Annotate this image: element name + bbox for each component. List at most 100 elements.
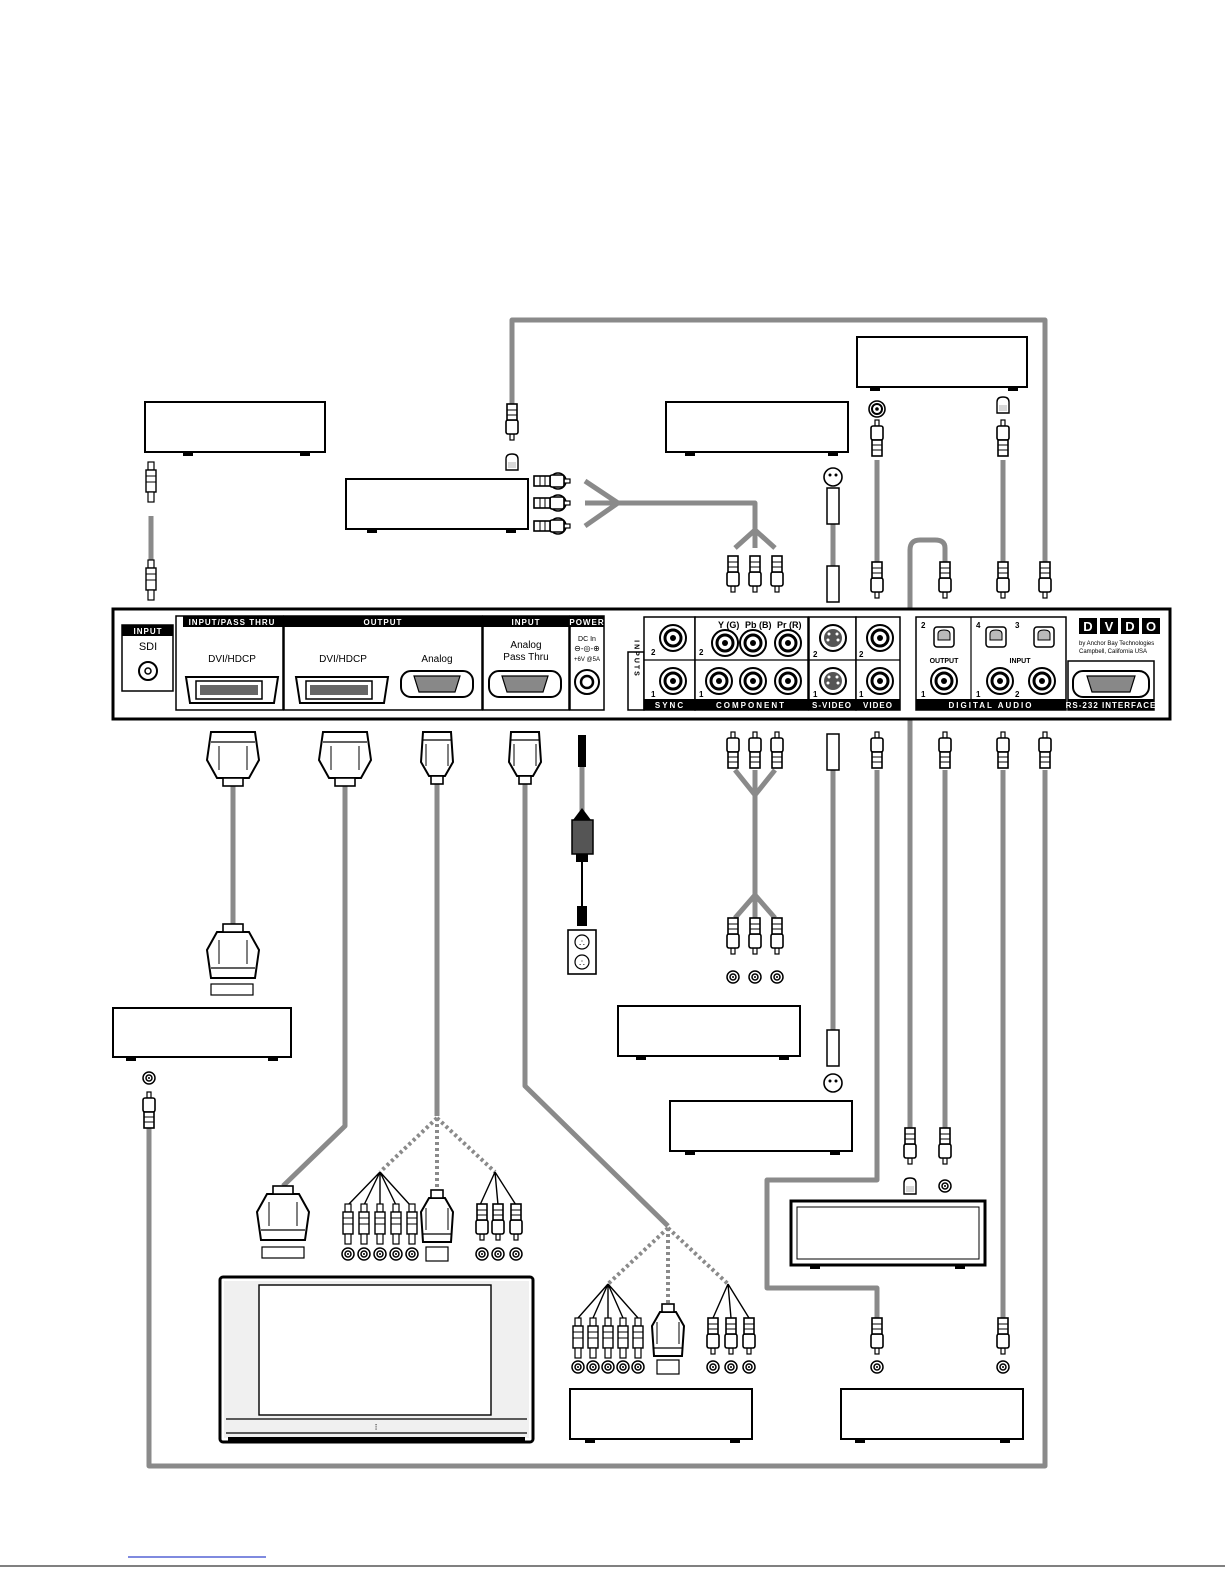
video-num-2: 2 <box>859 650 864 659</box>
dvi-in-label: DVI/HDCP <box>208 654 256 665</box>
device-sdi-source <box>144 401 326 453</box>
rs232-port[interactable] <box>1072 670 1150 698</box>
rs232-label: RS-232 INTERFACE <box>1066 701 1157 710</box>
svideo-2-jack[interactable] <box>819 624 847 652</box>
da-coax-in-1[interactable] <box>985 666 1015 696</box>
analog-out-port[interactable] <box>400 670 474 698</box>
dvi-out-label: DVI/HDCP <box>319 654 367 665</box>
component-y2-jack[interactable] <box>710 628 740 658</box>
sync-num-1: 1 <box>651 690 656 699</box>
da-in-num-4: 4 <box>976 621 981 630</box>
rear-panel: INPUT SDI INPUT/PASS THRU DVI/HDCP OUTPU… <box>111 607 1172 721</box>
da-optical-out-2[interactable] <box>933 626 955 648</box>
logo-letter-v: V <box>1105 619 1114 634</box>
dc-in-jack[interactable] <box>574 669 600 695</box>
da-in-num-3: 3 <box>1015 621 1020 630</box>
sdi-header: INPUT <box>134 627 163 636</box>
analog-pass-thru-line2: Pass Thru <box>503 652 548 663</box>
component-pr2-jack[interactable] <box>773 628 803 658</box>
cable-optical-loop <box>509 317 1048 570</box>
component-label: COMPONENT <box>716 701 786 710</box>
component-y1-jack[interactable] <box>704 666 734 696</box>
svideo-num-1: 1 <box>813 690 818 699</box>
dvi-in-port[interactable] <box>184 676 280 704</box>
device-dvi-source <box>112 1007 292 1058</box>
svideo-label: S-VIDEO <box>812 701 852 710</box>
da-in-num-2: 2 <box>1015 690 1020 699</box>
svideo-1-jack[interactable] <box>819 667 847 695</box>
da-in-num-1: 1 <box>976 690 981 699</box>
device-projector <box>569 1388 753 1440</box>
dc-spec-label: +6V @5A <box>574 657 600 663</box>
display-tv: ⁝ <box>218 1275 535 1444</box>
device-component-source <box>665 401 849 453</box>
video-label: VIDEO <box>863 701 893 710</box>
dc-in-label: DC In <box>578 636 596 643</box>
logo-letter-d1: D <box>1083 619 1092 634</box>
sync-2-jack[interactable] <box>658 623 688 653</box>
y-label: Y (G) <box>718 620 739 630</box>
da-input-label: INPUT <box>1010 658 1032 665</box>
da-optical-in-3[interactable] <box>1033 626 1055 648</box>
da-optical-in-4[interactable] <box>985 626 1007 648</box>
inputs-vertical-label: INPUTS <box>633 640 640 678</box>
fan-lines <box>378 1116 730 1305</box>
component-num-2: 2 <box>699 648 704 657</box>
analog-out-label: Analog <box>421 654 452 665</box>
sdi-label: SDI <box>139 641 157 653</box>
pr-label: Pr (R) <box>777 620 802 630</box>
cable-rs-loop <box>146 770 1048 1469</box>
component-pr1-jack[interactable] <box>773 666 803 696</box>
da-coax-in-2[interactable] <box>1027 666 1057 696</box>
brand-line2: Campbell, California USA <box>1079 649 1147 655</box>
svideo-num-2: 2 <box>813 650 818 659</box>
cable-dvi-out <box>281 778 348 1188</box>
svg-text:⁝: ⁝ <box>375 1422 378 1432</box>
cable-component-in <box>583 478 777 550</box>
dvi-out-port[interactable] <box>294 676 390 704</box>
cable-digital-out <box>907 537 948 1128</box>
cable-composite-out <box>764 770 880 1318</box>
video-2-jack[interactable] <box>865 623 895 653</box>
device-audio-dest <box>840 1388 1024 1440</box>
output-header: OUTPUT <box>364 618 403 627</box>
dc-polarity-icon: ⊖-◎-⊕ <box>574 644 600 653</box>
component-pb1-jack[interactable] <box>738 666 768 696</box>
component-pb2-jack[interactable] <box>738 628 768 658</box>
pb-label: Pb (B) <box>745 620 772 630</box>
da-out-num-2: 2 <box>921 621 926 630</box>
devices <box>112 336 1028 1440</box>
logo-letter-d2: D <box>1125 619 1134 634</box>
sync-num-2: 2 <box>651 648 656 657</box>
analog-pass-thru-line1: Analog <box>510 640 541 651</box>
dvdo-logo: D V D O by Anchor Bay Technologies Campb… <box>1079 618 1160 655</box>
fan-solid <box>347 1171 750 1319</box>
connectors <box>142 396 1052 1375</box>
power-header: POWER <box>569 618 604 627</box>
svg-text:∴: ∴ <box>579 938 585 948</box>
da-out-num-1: 1 <box>921 690 926 699</box>
logo-letter-o: O <box>1146 619 1156 634</box>
da-output-label: OUTPUT <box>930 658 960 665</box>
device-svideo-dest <box>669 1100 853 1152</box>
digital-audio-label: DIGITAL AUDIO <box>949 701 1034 710</box>
power-adapter: ∴ ∴ <box>567 735 597 975</box>
input-pass-thru-header: INPUT/PASS THRU <box>189 618 276 627</box>
device-feet <box>126 387 1018 1443</box>
video-1-jack[interactable] <box>865 666 895 696</box>
brand-line1: by Anchor Bay Technologies <box>1079 641 1154 647</box>
cable-analog-pass <box>522 780 670 1228</box>
component-num-1: 1 <box>699 690 704 699</box>
analog-input-header: INPUT <box>512 618 541 627</box>
device-component-dest <box>617 1005 801 1057</box>
video-num-1: 1 <box>859 690 864 699</box>
analog-pass-thru-port[interactable] <box>488 670 562 698</box>
cable-component-out <box>733 768 777 920</box>
device-optical-source <box>345 478 529 530</box>
sync-1-jack[interactable] <box>658 666 688 696</box>
cables <box>146 317 1048 1469</box>
da-coax-out-1[interactable] <box>929 666 959 696</box>
svg-text:∴: ∴ <box>579 958 585 968</box>
device-digital-audio-source <box>856 336 1028 388</box>
